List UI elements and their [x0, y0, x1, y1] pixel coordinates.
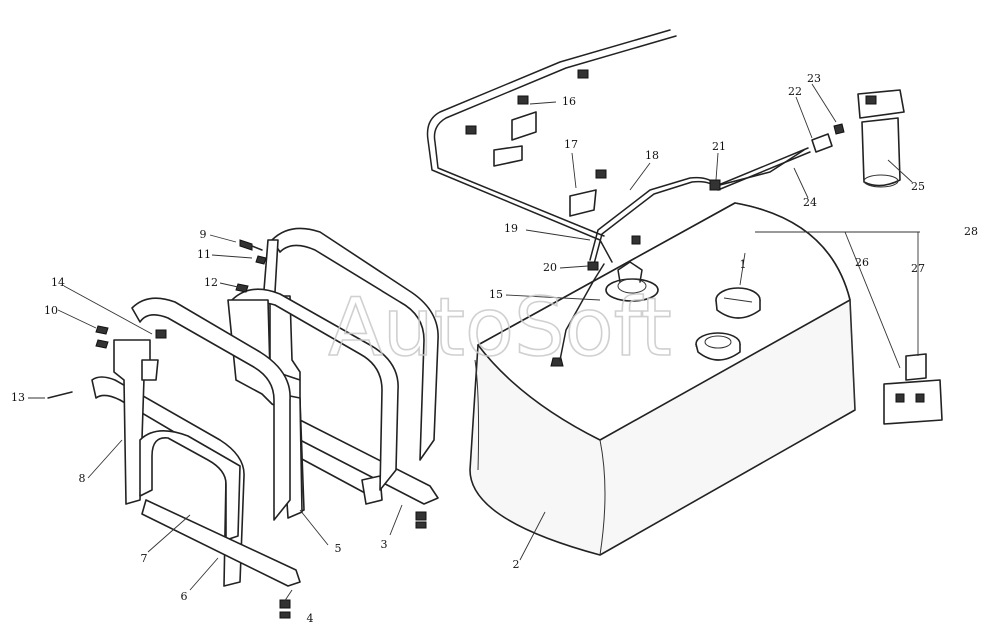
- callout-14: 14: [51, 276, 65, 289]
- fuel-level-sender: [605, 261, 659, 302]
- leader-lines: [28, 83, 920, 606]
- watermark: AutoSoft: [328, 281, 672, 374]
- callout-10: 10: [44, 304, 58, 317]
- strap-bolts: [279, 511, 427, 619]
- filler-neck: [695, 332, 741, 361]
- callout-1: 1: [740, 258, 747, 271]
- callout-15: 15: [489, 288, 503, 301]
- callout-13: 13: [11, 391, 25, 404]
- callout-18: 18: [645, 149, 659, 162]
- callout-11: 11: [197, 248, 211, 261]
- callout-6: 6: [181, 590, 188, 603]
- tank-strap-front: [91, 297, 301, 587]
- tank-strap-rear: [263, 227, 439, 505]
- filler-cap: [715, 287, 761, 319]
- callout-12: 12: [204, 276, 218, 289]
- callout-25: 25: [911, 180, 925, 193]
- callout-4: 4: [307, 612, 314, 625]
- callout-26: 26: [855, 256, 869, 269]
- fuel-tank: [469, 202, 856, 556]
- callout-labels: 1 2 3 4 5 6 7 8 9 10 11 12 13 14 15 16 1…: [11, 72, 978, 625]
- callout-8: 8: [79, 472, 86, 485]
- callout-17: 17: [564, 138, 578, 151]
- fuel-filter: [857, 89, 905, 188]
- callout-27: 27: [911, 262, 925, 275]
- fuel-valve: [883, 353, 943, 425]
- callout-20: 20: [543, 261, 557, 274]
- callout-22: 22: [788, 85, 802, 98]
- callout-23: 23: [807, 72, 821, 85]
- callout-16: 16: [562, 95, 576, 108]
- callout-24: 24: [803, 196, 817, 209]
- callout-28: 28: [964, 225, 978, 238]
- callout-19: 19: [504, 222, 518, 235]
- callout-2: 2: [513, 558, 520, 571]
- callout-5: 5: [335, 542, 342, 555]
- fittings: [811, 123, 845, 153]
- line-clips: [465, 69, 721, 271]
- fasteners: [47, 239, 267, 399]
- callout-3: 3: [381, 538, 388, 551]
- callout-21: 21: [712, 140, 726, 153]
- callout-9: 9: [200, 228, 207, 241]
- callout-7: 7: [141, 552, 148, 565]
